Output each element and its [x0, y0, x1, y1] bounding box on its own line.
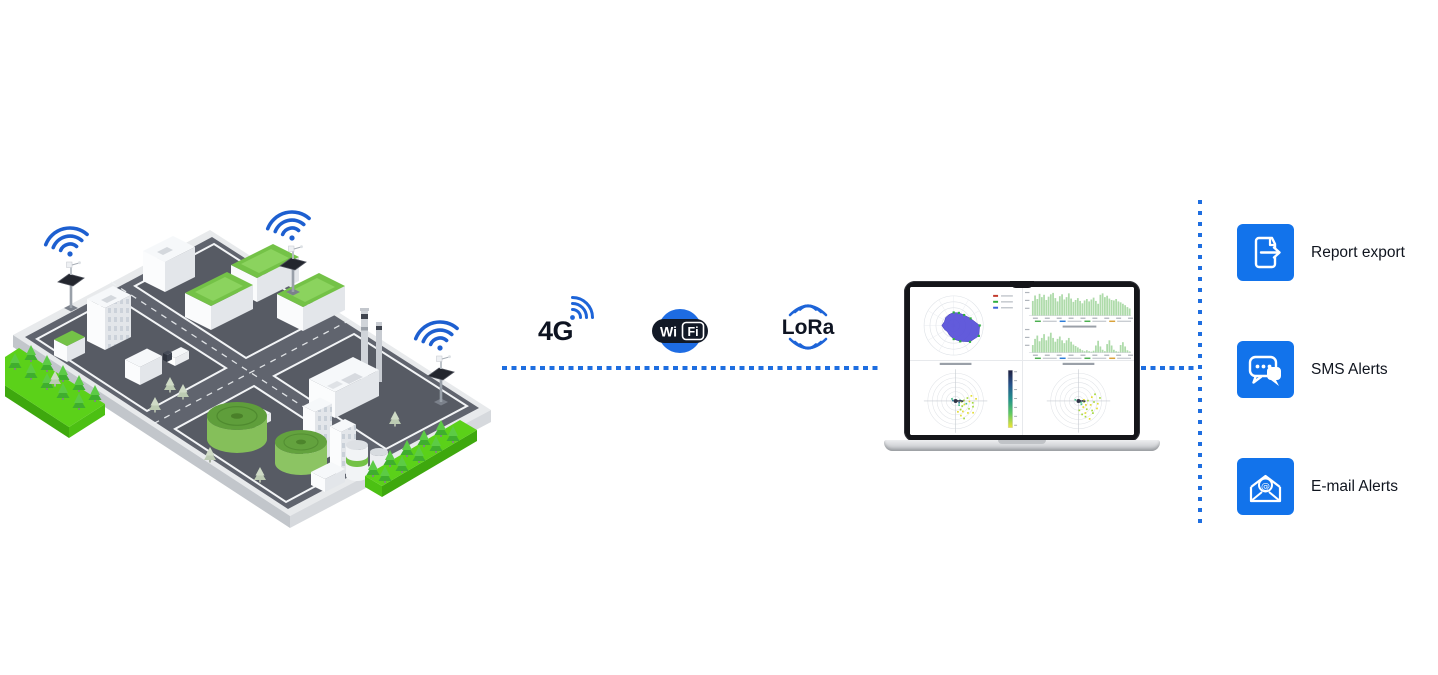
wifi-label-fi: Fi: [688, 325, 699, 339]
wind-rose-panel: [910, 287, 1023, 361]
chat-bubbles-icon: [1248, 355, 1281, 386]
alert-row-sms-alerts: SMS Alerts: [1237, 341, 1388, 398]
alert-label: Report export: [1311, 243, 1405, 261]
lora-signal-arcs: [788, 304, 828, 350]
polar-scatter-chart-left: [923, 362, 1018, 433]
lora-label: LoRa: [782, 316, 835, 339]
document-export-icon: [1254, 236, 1281, 269]
monitoring-laptop: [884, 281, 1160, 453]
laptop-to-alerts-dotted-line: [1141, 366, 1197, 370]
wind-rose-chart: [923, 294, 1013, 356]
alert-row-email-alerts: @ E-mail Alerts: [1237, 458, 1398, 515]
park-strip-right: [365, 420, 477, 497]
cellular-signal-icon: [570, 296, 594, 320]
lora-logo: LoRa: [782, 304, 835, 350]
report-export-tile: [1237, 224, 1294, 281]
smart-city-illustration: [5, 205, 491, 528]
wifi-label-wi: Wi: [660, 324, 677, 340]
connectivity-4g: 4G: [538, 296, 602, 350]
email-at-icon: @: [1249, 474, 1282, 503]
laptop-bezel: [904, 281, 1140, 442]
dashboard-screen: [910, 287, 1134, 435]
timeseries-panel: [1023, 287, 1134, 361]
road: [150, 319, 351, 426]
svg-text:@: @: [1261, 482, 1270, 492]
park-strip-left: [5, 345, 105, 438]
alerts-vertical-dotted-line: [1198, 200, 1202, 526]
timeseries-chart-top: [1024, 291, 1134, 323]
alert-row-report-export: Report export: [1237, 224, 1405, 281]
sms-alerts-tile: [1237, 341, 1294, 398]
4g-label: 4G: [538, 316, 574, 346]
city-to-laptop-dotted-line: [502, 366, 880, 370]
timeseries-chart-bottom: [1024, 325, 1134, 359]
polar-scatter-chart-right: [1046, 362, 1111, 433]
alert-label: SMS Alerts: [1311, 360, 1388, 378]
laptop-camera-notch: [1010, 281, 1034, 288]
email-alerts-tile: @: [1237, 458, 1294, 515]
wifi-logo: Wi Fi: [652, 309, 708, 353]
polar-scatter-panel-left: [910, 361, 1023, 435]
laptop-base: [884, 440, 1160, 451]
alert-label: E-mail Alerts: [1311, 477, 1398, 495]
polar-scatter-panel-right: [1023, 361, 1134, 435]
laptop-base-notch: [998, 440, 1046, 444]
